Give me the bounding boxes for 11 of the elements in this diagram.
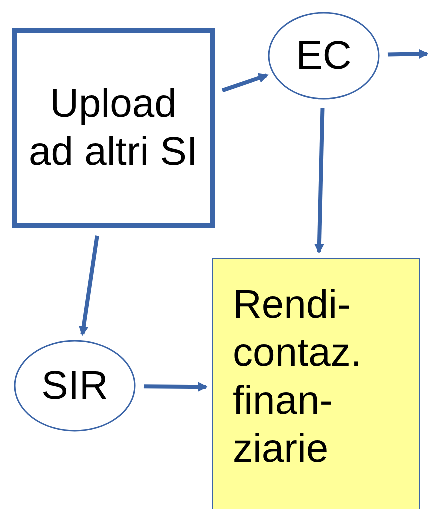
node-label: EC: [296, 36, 352, 76]
node-label: SIR: [42, 366, 108, 406]
note-box: [212, 258, 420, 509]
process-box: [12, 28, 215, 228]
arrow: [78, 236, 100, 336]
arrow: [144, 382, 208, 392]
arrow: [314, 108, 325, 254]
node-label: Upload ad altri SI: [29, 81, 198, 176]
arrow: [222, 73, 269, 93]
arrow: [388, 49, 428, 60]
node-label: Rendi- contaz. finan- ziarie: [233, 282, 363, 473]
